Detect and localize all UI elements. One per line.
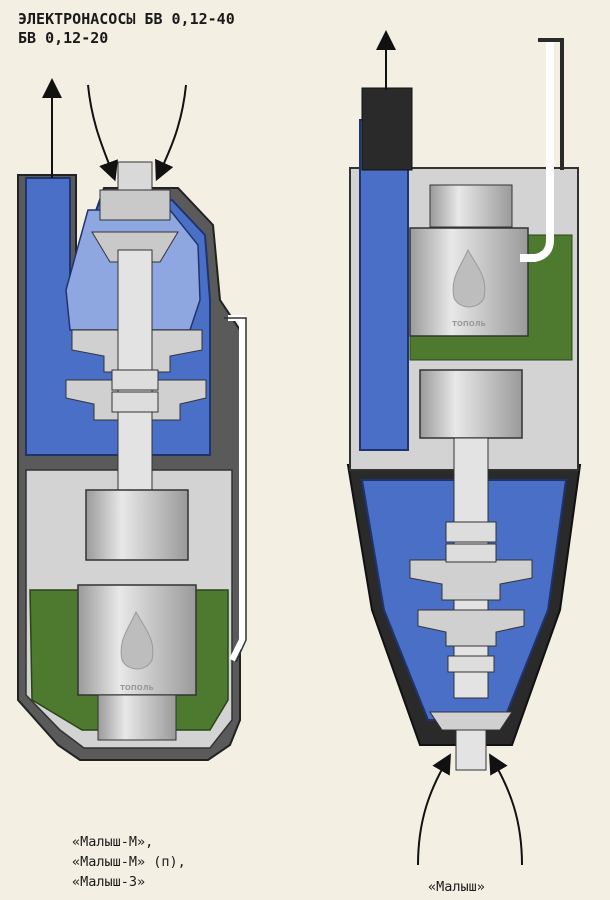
right-anchor xyxy=(419,369,523,439)
right-outlet-hose xyxy=(361,87,413,171)
title-line-2: БВ 0,12-20 xyxy=(18,29,109,47)
left-logo-text: ТОПОЛЬ xyxy=(120,684,154,692)
right-inlet-valve xyxy=(429,711,513,731)
right-inlet-arrow-1 xyxy=(417,753,451,866)
right-inlet-arrow-2 xyxy=(489,753,523,866)
pump-right: ТОПОЛЬ xyxy=(346,30,582,866)
caption-left-line-2: «Малыш-М» (п), xyxy=(72,854,186,870)
pump-left: ТОПОЛЬ xyxy=(17,78,247,761)
page-title: ЭЛЕКТРОНАСОСЫ БВ 0,12-40 БВ 0,12-20 xyxy=(18,10,235,48)
left-inlet-arrow-2 xyxy=(155,84,187,182)
left-inlet-valve xyxy=(91,231,179,263)
right-nut-1 xyxy=(445,521,497,543)
caption-left: «Малыш-М», «Малыш-М» (п), «Малыш-3» xyxy=(72,832,186,892)
left-logo: ТОПОЛЬ xyxy=(120,610,154,692)
right-piston-lower xyxy=(417,609,525,647)
left-upper-nut xyxy=(117,161,153,191)
right-inlet-bolt xyxy=(455,729,487,771)
left-anchor-nut-2 xyxy=(111,391,159,413)
right-power-cable-sheath xyxy=(538,38,564,170)
caption-left-line-3: «Малыш-3» xyxy=(72,874,146,890)
caption-left-line-1: «Малыш-М», xyxy=(72,834,154,850)
left-upper-nut-block xyxy=(99,189,171,221)
left-anchor xyxy=(85,489,189,561)
left-core-bottom xyxy=(97,694,177,741)
right-piston-upper xyxy=(409,559,533,601)
right-nut-2 xyxy=(445,543,497,563)
left-power-cable-outline xyxy=(224,317,247,663)
right-power-cable xyxy=(520,40,554,262)
right-core-top xyxy=(429,184,513,228)
left-anchor-nut-1 xyxy=(111,369,159,391)
right-nut-3 xyxy=(447,655,495,673)
title-line-1: ЭЛЕКТРОНАСОСЫ БВ 0,12-40 xyxy=(18,10,235,28)
right-logo: ТОПОЛЬ xyxy=(452,248,486,328)
caption-right: «Малыш» xyxy=(428,879,485,895)
left-inlet-arrow-1 xyxy=(87,84,118,182)
right-logo-text: ТОПОЛЬ xyxy=(452,320,486,328)
right-outlet-channel xyxy=(359,119,409,451)
